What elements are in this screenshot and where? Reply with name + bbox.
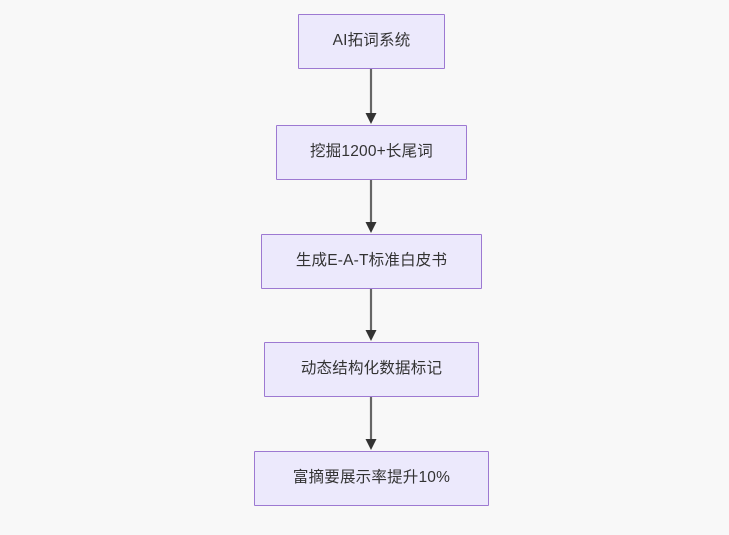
- flow-node-label: 动态结构化数据标记: [300, 360, 443, 378]
- edge-n1-n2: [355, 69, 387, 125]
- flow-node-ai-keyword-system[interactable]: AI拓词系统: [298, 14, 445, 69]
- flow-node-rich-snippet-rate-increase[interactable]: 富摘要展示率提升10%: [254, 451, 489, 506]
- arrowhead-icon: [365, 222, 377, 233]
- edge-n3-n4: [355, 289, 387, 342]
- flow-node-label: 富摘要展示率提升10%: [292, 469, 451, 487]
- arrowhead-icon: [365, 439, 377, 450]
- flow-node-label: 生成E-A-T标准白皮书: [295, 252, 448, 270]
- flow-node-dynamic-structured-data-markup[interactable]: 动态结构化数据标记: [264, 342, 479, 397]
- flow-node-label: 挖掘1200+长尾词: [309, 143, 434, 161]
- edge-n4-n5: [355, 397, 387, 451]
- flow-node-mine-longtail-keywords[interactable]: 挖掘1200+长尾词: [276, 125, 467, 180]
- arrowhead-icon: [365, 330, 377, 341]
- flow-node-label: AI拓词系统: [332, 32, 411, 50]
- flow-node-generate-eat-whitepaper[interactable]: 生成E-A-T标准白皮书: [261, 234, 482, 289]
- arrowhead-icon: [365, 113, 377, 124]
- edge-n2-n3: [355, 180, 387, 234]
